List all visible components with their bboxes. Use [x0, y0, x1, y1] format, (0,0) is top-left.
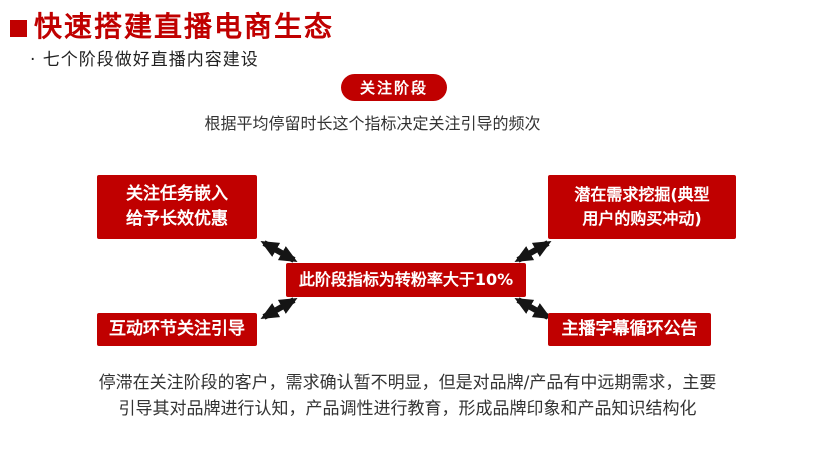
arrow-top-right	[514, 240, 552, 263]
stage-description: 根据平均停留时长这个指标决定关注引导的频次	[204, 114, 541, 133]
arrow-bottom-left	[260, 297, 298, 320]
diagram-box-center: 此阶段指标为转粉率大于10%	[286, 263, 526, 297]
diagram-box-top-right: 潜在需求挖掘(典型 用户的购买冲动)	[548, 175, 736, 239]
square-bullet-icon	[10, 19, 27, 37]
stage-badge: 关注阶段	[341, 74, 447, 101]
slide-subtitle: · 七个阶段做好直播内容建设	[30, 50, 259, 70]
arrow-top-left	[260, 240, 298, 263]
diagram-box-top-left: 关注任务嵌入 给予长效优惠	[97, 175, 257, 239]
title-row: 快速搭建直播电商生态	[10, 10, 335, 43]
arrow-bottom-right	[514, 297, 552, 320]
page-title: 快速搭建直播电商生态	[34, 10, 335, 43]
diagram-box-bottom-left: 互动环节关注引导	[97, 313, 257, 346]
footer-note: 停滞在关注阶段的客户，需求确认暂不明显，但是对品牌/产品有中远期需求，主要 引导…	[98, 373, 717, 420]
diagram-box-bottom-right: 主播字幕循环公告	[548, 313, 711, 346]
